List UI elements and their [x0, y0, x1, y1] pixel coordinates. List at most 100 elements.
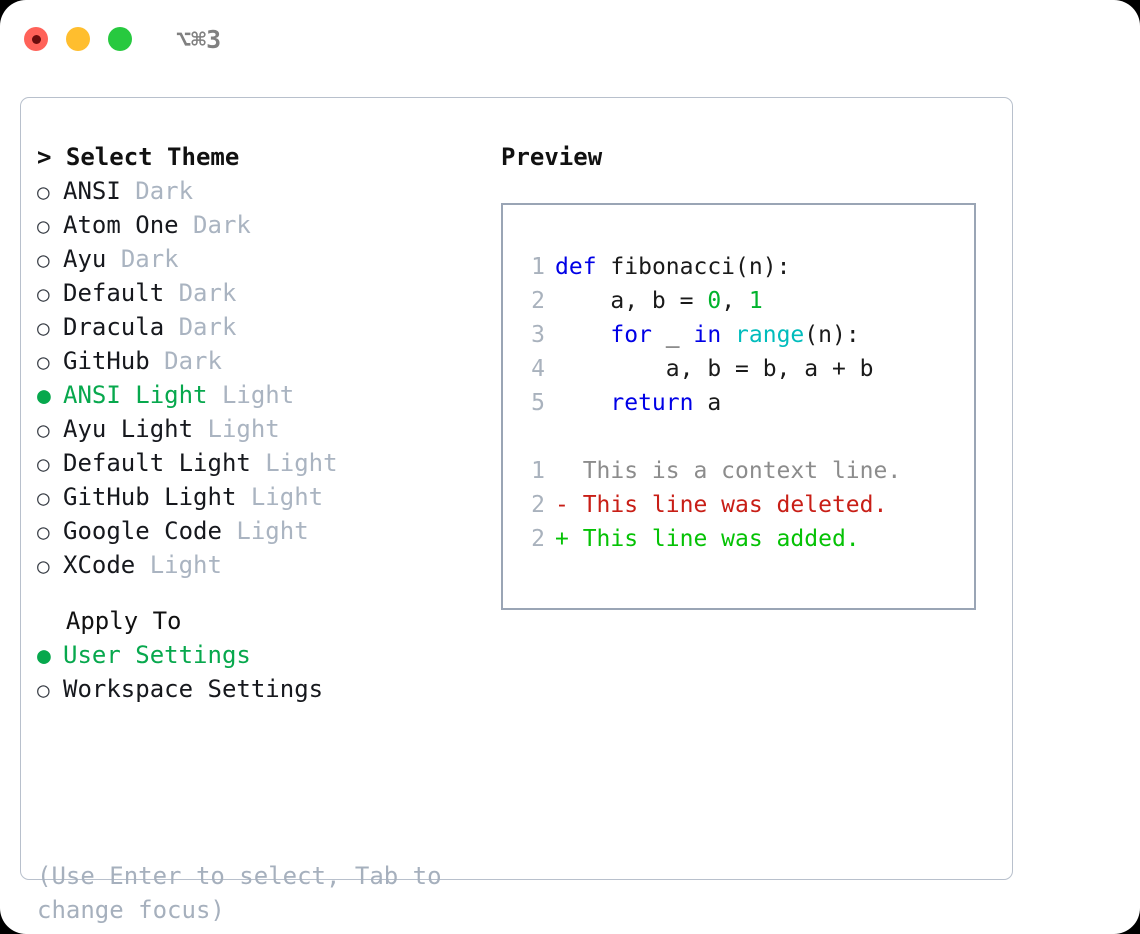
spacer [251, 446, 265, 480]
theme-option-label: Default [63, 279, 165, 307]
minimize-button[interactable] [66, 27, 90, 51]
code-line: 4 a, b = b, a + b [515, 352, 974, 386]
section-spacer [37, 582, 497, 604]
theme-option-atom-one[interactable]: ○ Atom One Dark [37, 208, 497, 242]
theme-option-dracula[interactable]: ○Dracula Dark [37, 310, 497, 344]
code-line: 2 a, b = 0, 1 [515, 284, 974, 318]
title-bar: ⌥⌘3 [0, 0, 1140, 78]
main-panel: > Select Theme ○ANSI Dark○Atom One Dark○… [20, 97, 1013, 924]
code-token-id: a, b = b, a + b [555, 356, 874, 382]
diff-line-del: 2- This line was deleted. [515, 488, 974, 522]
radio-unselected-icon: ○ [37, 554, 50, 578]
theme-option-github[interactable]: ○GitHub Dark [37, 344, 497, 378]
apply-to-option-user-settings[interactable]: ●User Settings [37, 638, 497, 672]
radio-unselected-icon: ○ [37, 214, 50, 238]
theme-variant-badge: Light [207, 415, 280, 443]
radio-unselected-icon: ○ [37, 678, 50, 702]
theme-option-label: XCode [63, 551, 136, 579]
code-token-kw: in [693, 322, 722, 348]
apply-to-header: Apply To [37, 607, 182, 635]
diff-sample: 1 This is a context line.2- This line wa… [515, 454, 974, 556]
code-line-text: a, b = b, a + b [545, 352, 874, 386]
theme-option-ayu-light[interactable]: ○Ayu Light Light [37, 412, 497, 446]
apply-to-option-label: User Settings [63, 641, 251, 669]
line-number: 2 [531, 526, 545, 552]
line-number: 4 [531, 356, 545, 382]
code-token-kw: def [555, 254, 597, 280]
theme-variant-badge: Dark [164, 347, 222, 375]
theme-selector-column: > Select Theme ○ANSI Dark○Atom One Dark○… [37, 140, 497, 706]
close-button[interactable] [24, 27, 48, 51]
code-token-id: a [693, 390, 722, 416]
theme-option-default[interactable]: ○ Default Dark [37, 276, 497, 310]
spacer [179, 208, 193, 242]
theme-option-xcode[interactable]: ○ XCode Light [37, 548, 497, 582]
theme-option-label: Atom One [63, 211, 179, 239]
line-number: 2 [531, 492, 545, 518]
spacer [121, 174, 135, 208]
theme-option-google-code[interactable]: ○Google Code Light [37, 514, 497, 548]
code-token-pun: (n): [735, 254, 791, 280]
spacer [208, 378, 222, 412]
code-token-pun: , [721, 288, 749, 314]
theme-option-ayu[interactable]: ○Ayu Dark [37, 242, 497, 276]
recording-indicator-icon [31, 34, 41, 44]
spacer [193, 412, 207, 446]
radio-unselected-icon: ○ [37, 316, 50, 340]
code-token-fn: range [735, 322, 805, 348]
theme-variant-badge: Dark [135, 177, 194, 205]
radio-unselected-icon: ○ [37, 418, 50, 442]
code-line-text: return a [545, 386, 721, 420]
code-token-pun [721, 322, 735, 348]
code-line: 3 for _ in range(n): [515, 318, 974, 352]
code-line: 5 return a [515, 386, 974, 420]
radio-unselected-icon: ○ [37, 486, 50, 510]
theme-variant-badge: Light [149, 551, 222, 579]
code-token-kw: return [610, 390, 694, 416]
window-controls [24, 27, 132, 51]
line-number: 1 [531, 458, 545, 484]
theme-option-default-light[interactable]: ○Default Light Light [37, 446, 497, 480]
code-token-id: _ [651, 322, 694, 348]
code-token-id: fibonacci [610, 254, 736, 280]
preview-column: Preview [501, 140, 996, 174]
code-line-text: for _ in range(n): [545, 318, 859, 352]
spacer [150, 344, 164, 378]
spacer [135, 548, 149, 582]
code-token-pun [555, 390, 610, 416]
radio-unselected-icon: ○ [37, 248, 50, 272]
diff-line-add: 2+ This line was added. [515, 522, 974, 556]
apply-to-option-workspace-settings[interactable]: ○ Workspace Settings [37, 672, 497, 706]
apply-to-option-label: Workspace Settings [63, 675, 324, 703]
code-line: 1 def fibonacci(n): [515, 250, 974, 284]
code-diff-spacer [515, 420, 974, 454]
code-token-num: 1 [748, 288, 763, 314]
theme-option-label: ANSI Light [63, 381, 208, 409]
theme-variant-badge: Dark [193, 211, 251, 239]
spacer [164, 310, 178, 344]
theme-variant-badge: Dark [178, 279, 237, 307]
theme-variant-badge: Dark [178, 313, 237, 341]
apply-to-list: ●User Settings ○ Workspace Settings [37, 638, 497, 706]
maximize-button[interactable] [108, 27, 132, 51]
theme-option-ansi[interactable]: ○ANSI Dark [37, 174, 497, 208]
radio-unselected-icon: ○ [37, 282, 50, 306]
code-line-text: a, b = 0, 1 [545, 284, 763, 318]
keyboard-shortcut-label: ⌥⌘3 [176, 24, 222, 54]
spacer [222, 514, 236, 548]
theme-option-label: ANSI [63, 177, 121, 205]
radio-unselected-icon: ○ [37, 520, 50, 544]
theme-option-github-light[interactable]: ○GitHub Light Light [37, 480, 497, 514]
theme-option-ansi-light[interactable]: ●ANSI Light Light [37, 378, 497, 412]
line-number: 5 [531, 390, 545, 416]
keyboard-hint-text: (Use Enter to select, Tab to change focu… [37, 862, 457, 924]
radio-selected-icon: ● [37, 383, 51, 409]
theme-option-label: GitHub [63, 347, 150, 375]
line-number: 1 [531, 254, 545, 280]
theme-option-label: Ayu [63, 245, 107, 273]
code-token-pun [597, 254, 611, 280]
select-theme-header: > Select Theme [37, 143, 240, 171]
